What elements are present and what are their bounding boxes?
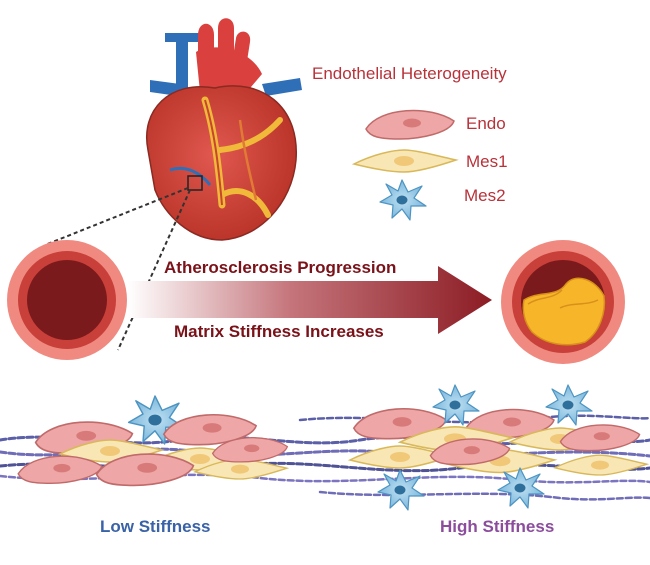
healthy-vessel-icon <box>7 240 127 360</box>
progression-arrow <box>128 266 492 334</box>
endo-cell-icon <box>365 109 455 140</box>
low-stiffness-cells <box>17 395 289 487</box>
high-stiffness-cells <box>349 384 648 511</box>
zoom-line-bottom <box>117 189 191 351</box>
low-stiffness-label: Low Stiffness <box>100 517 211 536</box>
legend-endo-label: Endo <box>466 114 506 133</box>
progression-label: Atherosclerosis Progression <box>164 258 397 277</box>
diagram-title: Endothelial Heterogeneity <box>312 64 507 83</box>
mes1-cell-icon <box>353 149 457 173</box>
stiffness-label: Matrix Stiffness Increases <box>174 322 384 341</box>
diseased-vessel-icon <box>501 240 625 364</box>
legend-mes2-label: Mes2 <box>464 186 506 205</box>
zoom-line-top <box>44 187 189 246</box>
mes2-cell-icon <box>379 179 427 221</box>
heart-illustration <box>146 18 302 241</box>
legend-mes1-label: Mes1 <box>466 152 508 171</box>
high-stiffness-label: High Stiffness <box>440 517 555 536</box>
